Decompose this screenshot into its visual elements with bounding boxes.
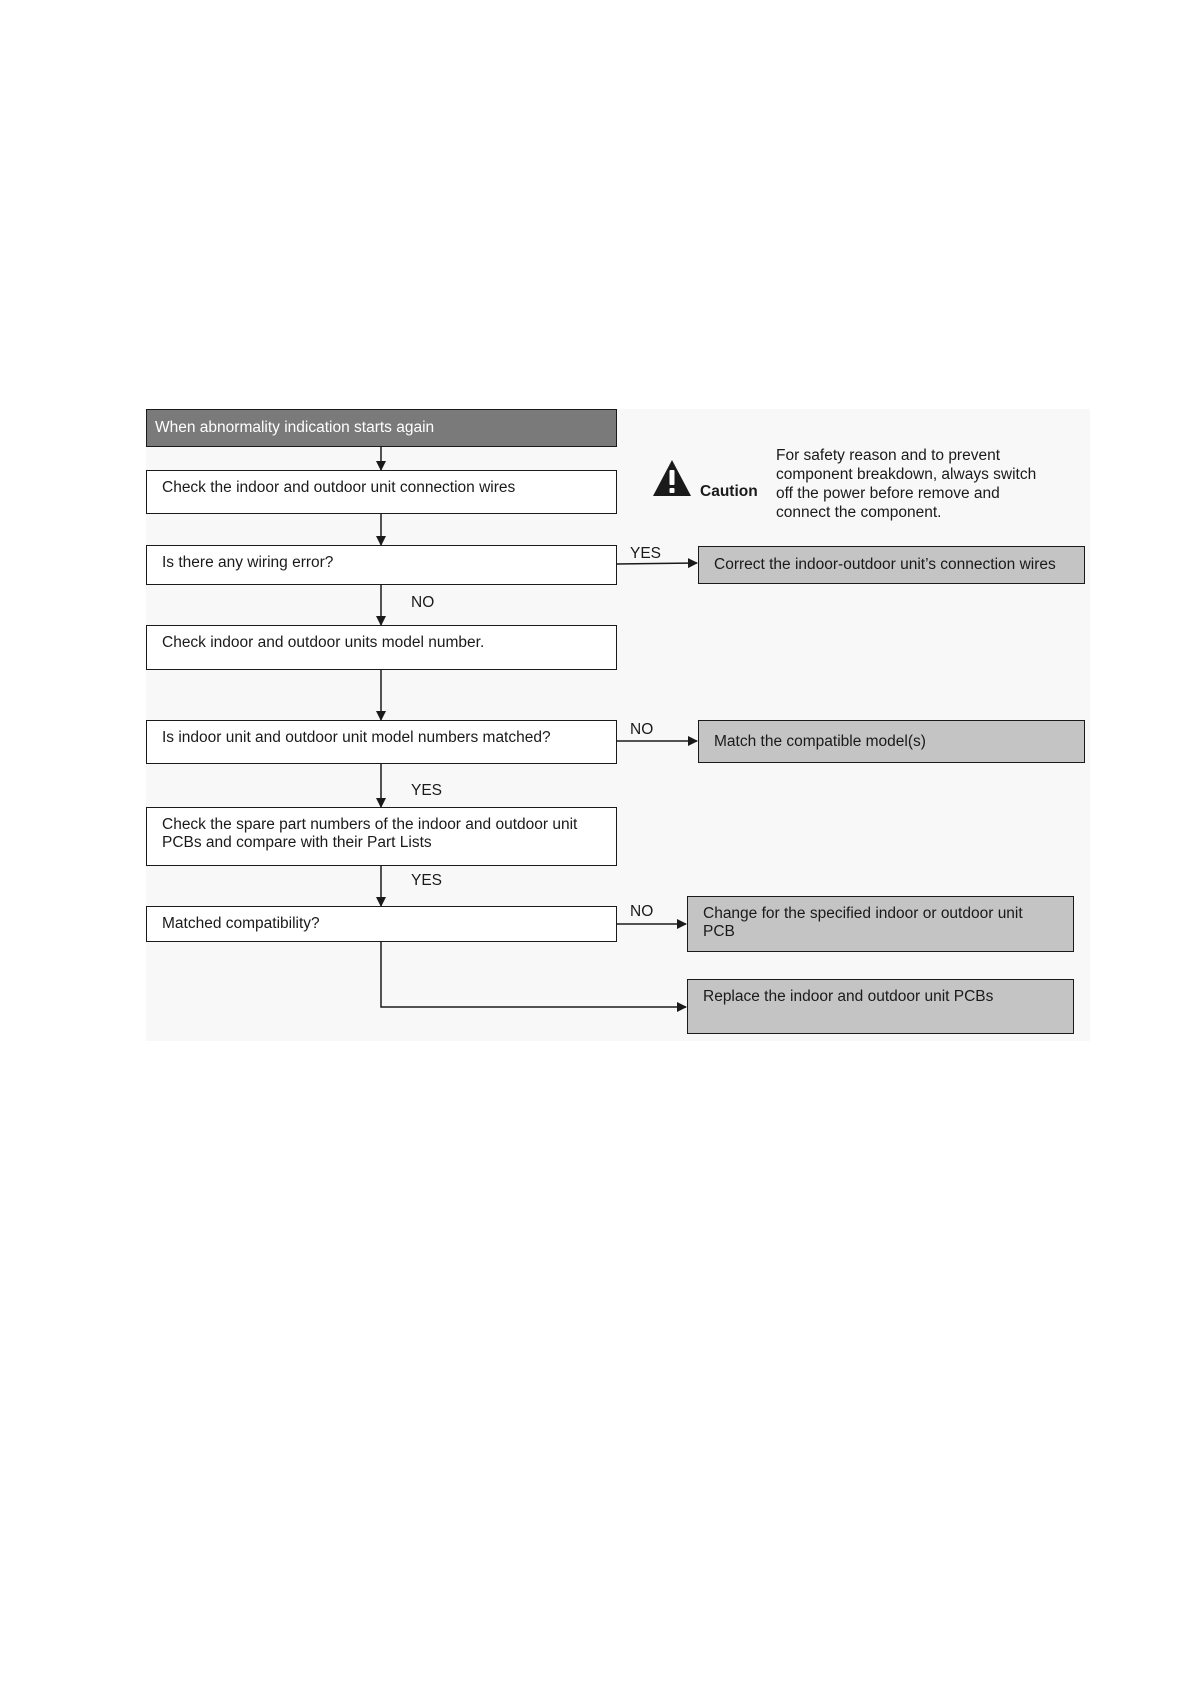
step-check-connection-wires: Check the indoor and outdoor unit connec…	[146, 470, 617, 514]
caution-note: For safety reason and to prevent compone…	[776, 446, 1076, 522]
action-change-pcb-line1: Change for the specified indoor or outdo…	[703, 905, 1023, 922]
caution-note-line: component breakdown, always switch	[776, 466, 1037, 483]
step-check-model-number: Check indoor and outdoor units model num…	[146, 625, 617, 670]
caution-note-line: connect the component.	[776, 504, 942, 521]
decision2-yes-label: YES	[411, 782, 443, 799]
action-change-pcb-line2: PCB	[703, 923, 735, 940]
step3-yes-label: YES	[411, 872, 443, 889]
arrow-decision3-to-replace	[380, 942, 687, 1012]
decision2-no-label: NO	[630, 721, 654, 738]
action-match-compatible-models: Match the compatible model(s)	[698, 720, 1085, 763]
step-check-model-number-label: Check indoor and outdoor units model num…	[162, 634, 485, 651]
decision1-no-label: NO	[411, 594, 435, 611]
decision-model-matched-label: Is indoor unit and outdoor unit model nu…	[162, 729, 551, 746]
step-check-spare-parts: Check the spare part numbers of the indo…	[146, 807, 617, 866]
decision-wiring-error-label: Is there any wiring error?	[162, 554, 334, 571]
caution-label: Caution	[700, 483, 758, 500]
decision-matched-compatibility: Matched compatibility?	[146, 906, 617, 942]
action-correct-connection-wires: Correct the indoor-outdoor unit’s connec…	[698, 546, 1085, 584]
decision-model-matched: Is indoor unit and outdoor unit model nu…	[146, 720, 617, 764]
decision-wiring-error: Is there any wiring error?	[146, 545, 617, 585]
action-correct-connection-wires-label: Correct the indoor-outdoor unit’s connec…	[714, 556, 1056, 573]
action-match-compatible-models-label: Match the compatible model(s)	[714, 732, 926, 750]
action-change-pcb: Change for the specified indoor or outdo…	[687, 896, 1074, 952]
caution-note-line: off the power before remove and	[776, 485, 1000, 502]
step-check-spare-parts-line2: PCBs and compare with their Part Lists	[162, 834, 432, 851]
decision1-yes-label: YES	[630, 545, 662, 562]
step-check-connection-wires-label: Check the indoor and outdoor unit connec…	[162, 479, 516, 496]
start-box: When abnormality indication starts again	[146, 409, 617, 447]
action-replace-pcbs: Replace the indoor and outdoor unit PCBs	[687, 979, 1074, 1034]
start-label: When abnormality indication starts again	[155, 419, 435, 436]
caution-note-line: For safety reason and to prevent	[776, 447, 1001, 464]
warning-triangle-icon	[653, 460, 691, 496]
decision3-no-label: NO	[630, 903, 654, 920]
step-check-spare-parts-line1: Check the spare part numbers of the indo…	[162, 816, 578, 833]
decision-matched-compatibility-label: Matched compatibility?	[162, 915, 320, 932]
action-replace-pcbs-label: Replace the indoor and outdoor unit PCBs	[703, 988, 994, 1005]
arrow-decision1-yes	[615, 558, 698, 569]
